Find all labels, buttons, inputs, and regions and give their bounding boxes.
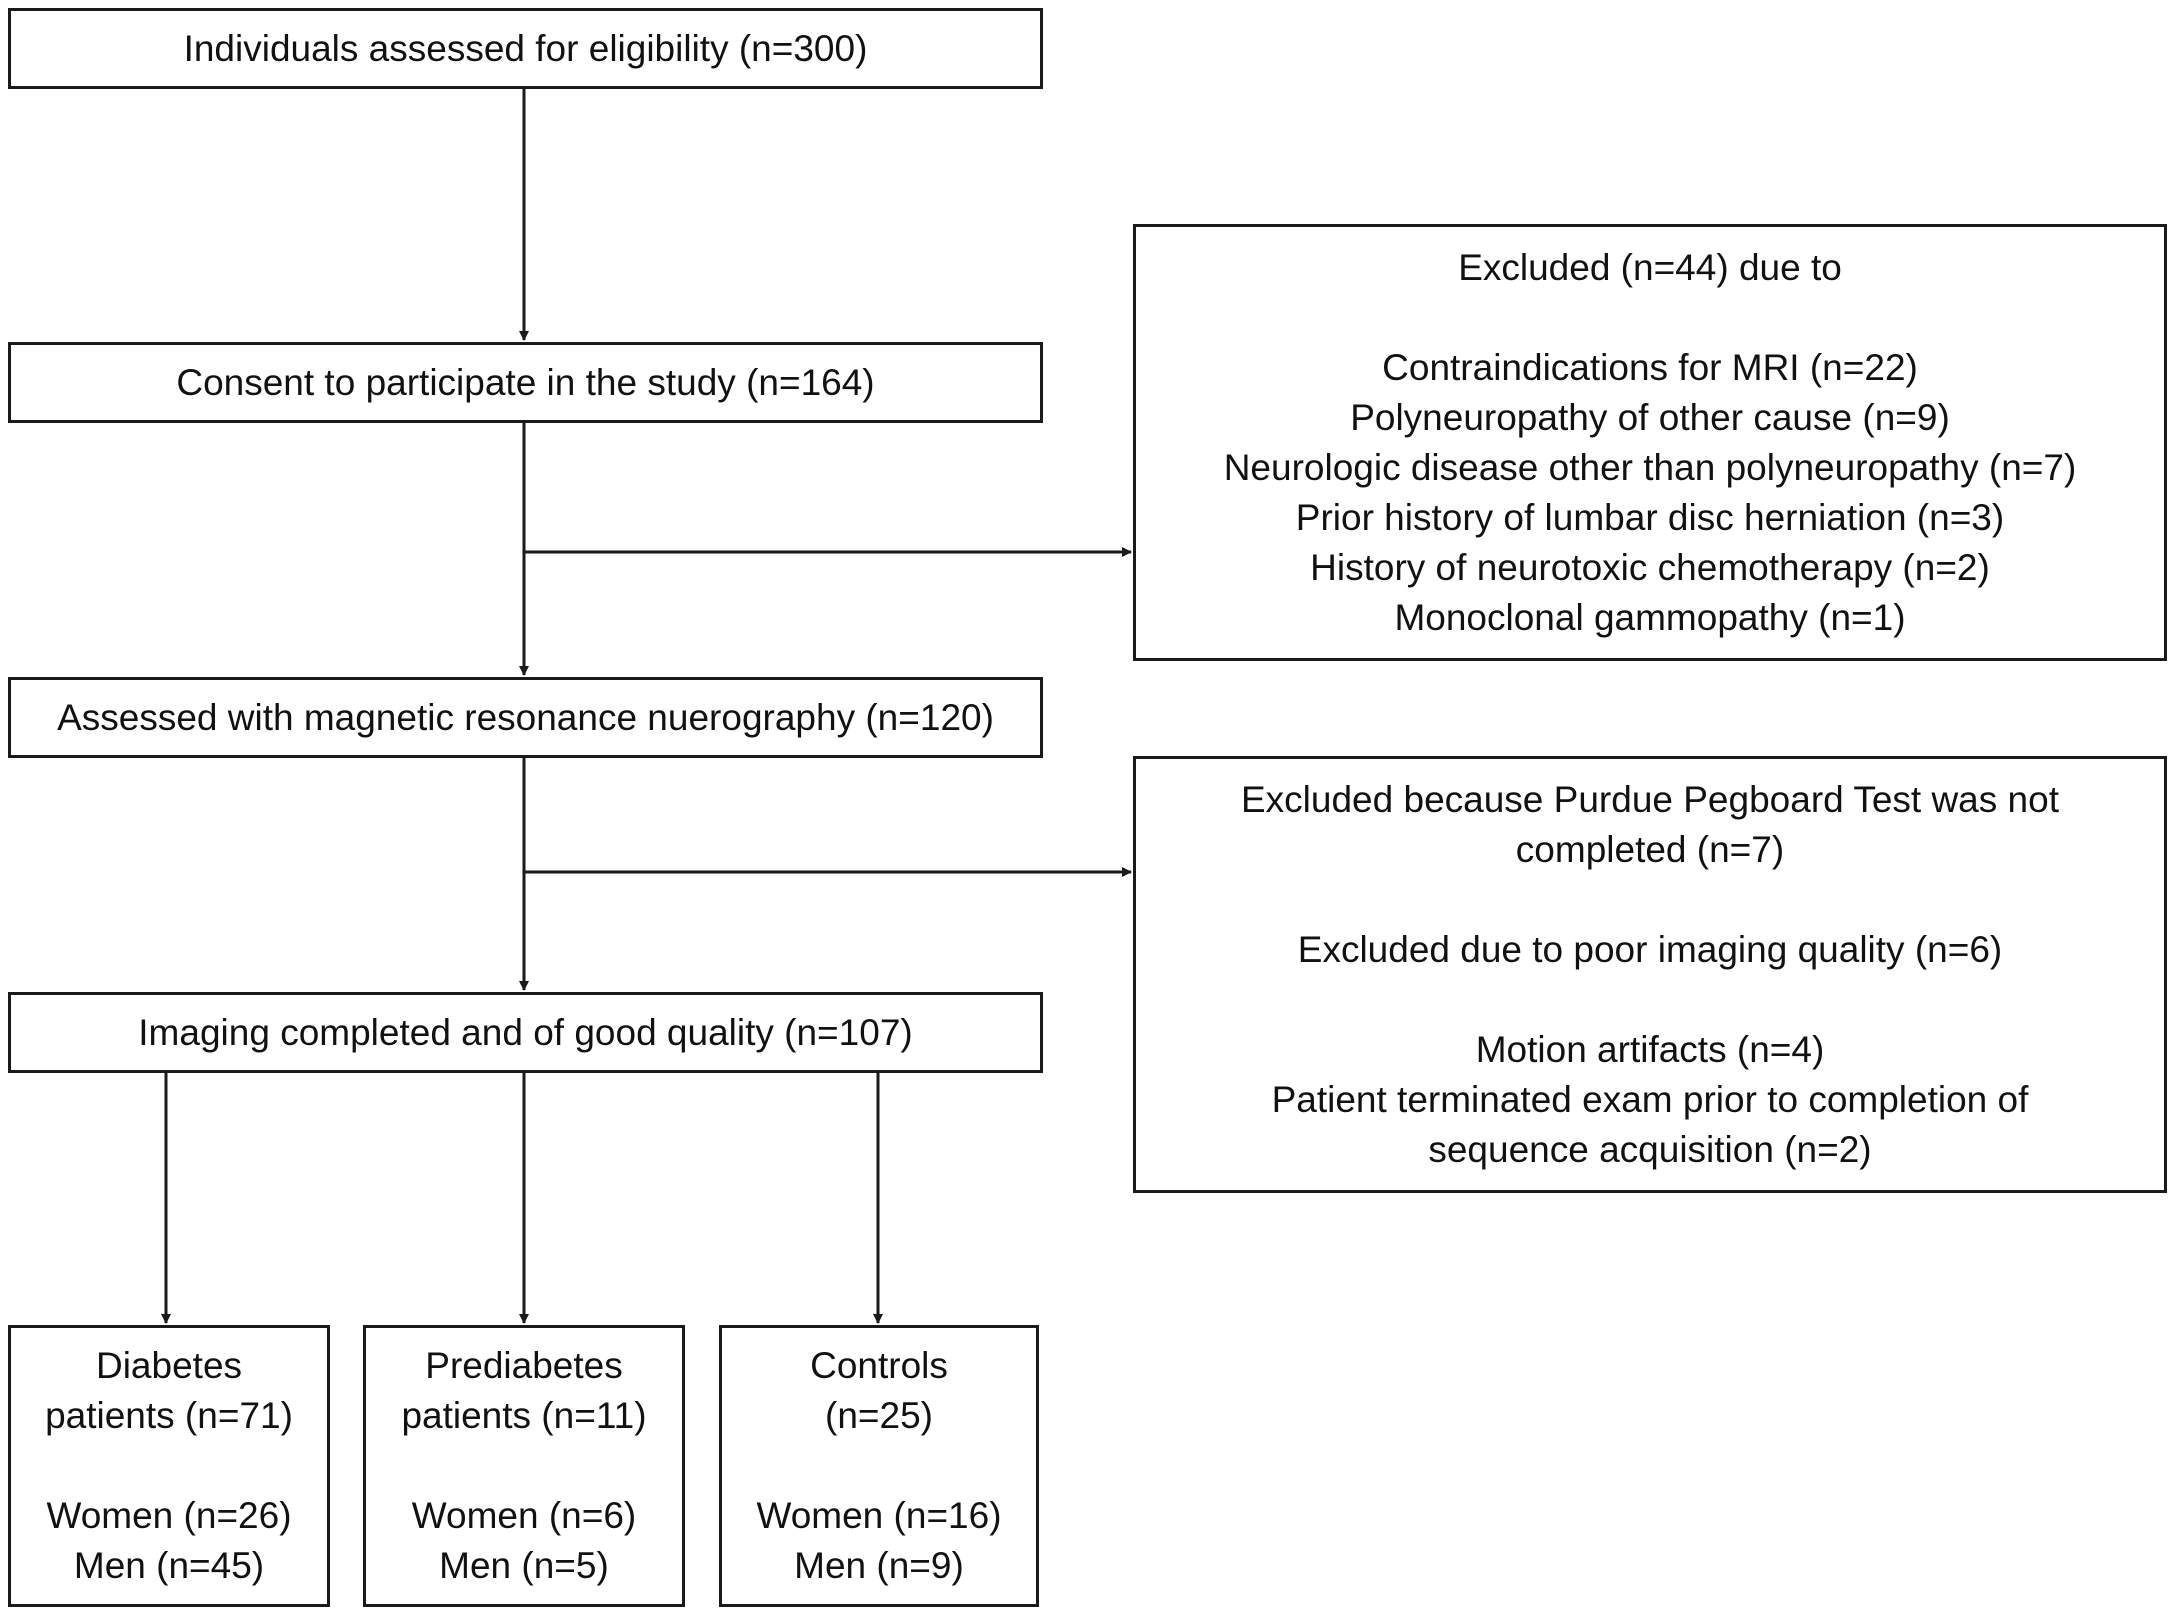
group-women: Women (n=6) xyxy=(411,1495,637,1536)
exclusion2-pegboard-line: completed (n=7) xyxy=(1515,829,1785,870)
group-controls-box: Controls (n=25) Women (n=16) Men (n=9) xyxy=(719,1325,1039,1607)
exclusion1-reason: Polyneuropathy of other cause (n=9) xyxy=(1350,397,1950,438)
assessed-box: Assessed with magnetic resonance nuerogr… xyxy=(8,677,1043,758)
exclusion2-reason: Patient terminated exam prior to complet… xyxy=(1271,1079,2029,1120)
group-name: Controls xyxy=(810,1345,948,1386)
exclusion2-box: Excluded because Purdue Pegboard Test wa… xyxy=(1133,756,2167,1193)
imaging-box: Imaging completed and of good quality (n… xyxy=(8,992,1043,1073)
exclusion2-pegboard-line: Excluded because Purdue Pegboard Test wa… xyxy=(1241,779,2059,820)
exclusion1-reason: Monoclonal gammopathy (n=1) xyxy=(1394,597,1906,638)
exclusion1-reason: Prior history of lumbar disc herniation … xyxy=(1295,497,2005,538)
group-women: Women (n=16) xyxy=(756,1495,1002,1536)
group-men: Men (n=9) xyxy=(794,1545,964,1586)
consent-text: Consent to participate in the study (n=1… xyxy=(176,361,875,403)
eligibility-text: Individuals assessed for eligibility (n=… xyxy=(183,27,868,69)
consent-box: Consent to participate in the study (n=1… xyxy=(8,342,1043,423)
exclusion2-reason: sequence acquisition (n=2) xyxy=(1428,1129,1872,1170)
exclusion1-reason: Contraindications for MRI (n=22) xyxy=(1382,347,1918,388)
group-men: Men (n=5) xyxy=(439,1545,609,1586)
group-name: Diabetes xyxy=(95,1345,243,1386)
group-diabetes-box: Diabetes patients (n=71) Women (n=26) Me… xyxy=(8,1325,330,1607)
exclusion1-box: Excluded (n=44) due to Contraindications… xyxy=(1133,224,2167,661)
group-men: Men (n=45) xyxy=(73,1545,265,1586)
exclusion1-title: Excluded (n=44) due to xyxy=(1458,247,1842,288)
exclusion1-reason: Neurologic disease other than polyneurop… xyxy=(1223,447,2077,488)
exclusion1-reason: History of neurotoxic chemotherapy (n=2) xyxy=(1310,547,1990,588)
group-prediabetes-box: Prediabetes patients (n=11) Women (n=6) … xyxy=(363,1325,685,1607)
exclusion2-imaging-quality: Excluded due to poor imaging quality (n=… xyxy=(1297,929,2003,970)
group-name: Prediabetes xyxy=(425,1345,623,1386)
group-count: patients (n=71) xyxy=(45,1395,293,1436)
imaging-text: Imaging completed and of good quality (n… xyxy=(138,1011,913,1053)
group-women: Women (n=26) xyxy=(46,1495,292,1536)
assessed-text: Assessed with magnetic resonance nuerogr… xyxy=(57,696,994,738)
group-count: (n=25) xyxy=(825,1395,933,1436)
eligibility-box: Individuals assessed for eligibility (n=… xyxy=(8,8,1043,89)
group-count: patients (n=11) xyxy=(401,1395,647,1436)
exclusion2-reason: Motion artifacts (n=4) xyxy=(1475,1029,1825,1070)
